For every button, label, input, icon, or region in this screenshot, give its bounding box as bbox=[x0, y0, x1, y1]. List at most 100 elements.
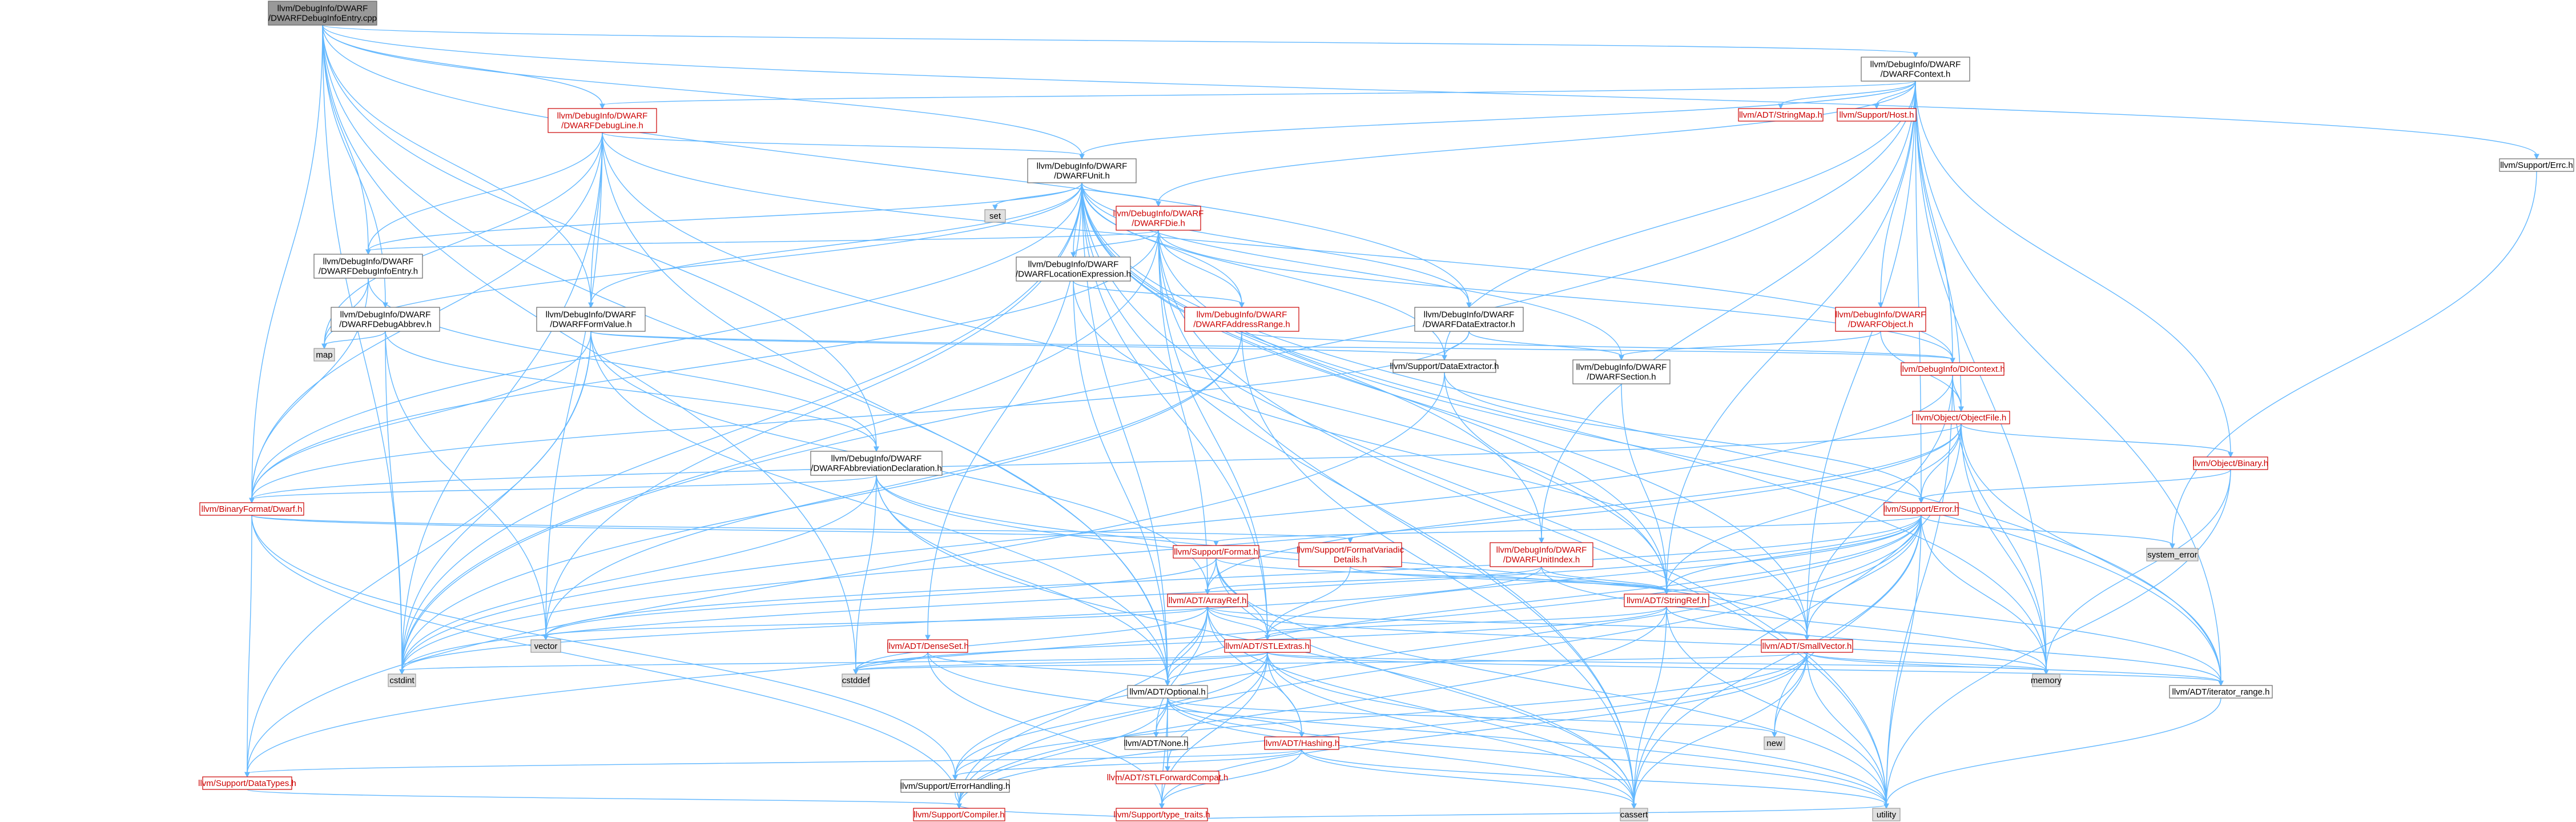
edge-line bbox=[1081, 81, 1916, 156]
edge-root-to-dataextractor_dw bbox=[322, 25, 1472, 308]
node-iterator_range[interactable]: llvm/ADT/iterator_range.h bbox=[2169, 685, 2273, 699]
node-box bbox=[984, 209, 1006, 223]
edge-arrowhead bbox=[1347, 538, 1353, 544]
node-box bbox=[2169, 685, 2273, 699]
edge-line bbox=[401, 375, 1953, 671]
node-dicontext[interactable]: llvm/DebugInfo/DIContext.h bbox=[1900, 362, 2005, 376]
edge-arrowhead bbox=[853, 669, 859, 675]
node-support_de[interactable]: llvm/Support/DataExtractor.h bbox=[1390, 359, 1499, 373]
node-error[interactable]: llvm/Support/Error.h bbox=[1883, 502, 1959, 516]
node-label: llvm/ADT/StringMap.h bbox=[1739, 110, 1822, 120]
edge-arrayref-to-memory bbox=[1207, 606, 2049, 675]
edge-line bbox=[927, 652, 1887, 805]
edge-datatypes-to-compiler bbox=[247, 789, 962, 809]
edge-line bbox=[1267, 652, 1887, 805]
edge-line bbox=[1081, 182, 2047, 671]
edge-line bbox=[955, 652, 1808, 777]
node-dataextractor_dw[interactable]: llvm/DebugInfo/DWARF/DWARFDataExtractor.… bbox=[1414, 307, 1524, 332]
node-debugline[interactable]: llvm/DebugInfo/DWARF/DWARFDebugLine.h bbox=[548, 108, 657, 133]
node-hashing[interactable]: llvm/ADT/Hashing.h bbox=[1264, 736, 1340, 750]
edge-layer bbox=[244, 25, 2539, 821]
edge-ctx-to-stringmap bbox=[1778, 81, 1916, 110]
node-label: llvm/BinaryFormat/Dwarf.h bbox=[202, 504, 303, 514]
node-stlforward[interactable]: llvm/ADT/STLForwardCompat.h bbox=[1107, 771, 1229, 784]
edge-line bbox=[1167, 697, 1775, 734]
node-ctx[interactable]: llvm/DebugInfo/DWARF/DWARFContext.h bbox=[1861, 57, 1970, 82]
node-stringmap[interactable]: llvm/ADT/StringMap.h bbox=[1738, 108, 1824, 122]
edge-line bbox=[1081, 182, 1887, 805]
edge-debugabbrev-to-cstdint bbox=[385, 331, 405, 675]
node-unit[interactable]: llvm/DebugInfo/DWARF/DWARFUnit.h bbox=[1027, 158, 1137, 183]
edge-unit-to-formvalue bbox=[588, 182, 1082, 308]
node-debuginfoentry[interactable]: llvm/DebugInfo/DWARF/DWARFDebugInfoEntry… bbox=[313, 254, 423, 279]
node-host[interactable]: llvm/Support/Host.h bbox=[1837, 108, 1917, 122]
node-objectfile[interactable]: llvm/Object/ObjectFile.h bbox=[1912, 411, 2010, 424]
node-addrrange[interactable]: llvm/DebugInfo/DWARF/DWARFAddressRange.h bbox=[1184, 307, 1299, 332]
node-box bbox=[1883, 502, 1959, 516]
edge-line bbox=[401, 132, 603, 671]
edge-ctx-to-objectfile bbox=[1915, 81, 1964, 412]
node-locexpr[interactable]: llvm/DebugInfo/DWARF/DWARFLocationExpres… bbox=[1016, 256, 1131, 282]
node-bfdwarf[interactable]: llvm/BinaryFormat/Dwarf.h bbox=[199, 502, 304, 516]
edge-line bbox=[1444, 81, 1916, 357]
node-denseset[interactable]: llvm/ADT/DenseSet.h bbox=[887, 639, 969, 653]
edge-debugline-to-formvalue bbox=[588, 132, 603, 308]
edge-arrayref-to-vector bbox=[543, 606, 1208, 641]
node-smallvector[interactable]: llvm/ADT/SmallVector.h bbox=[1761, 639, 1853, 653]
node-box bbox=[388, 673, 416, 687]
node-box bbox=[1016, 256, 1131, 282]
node-die[interactable]: llvm/DebugInfo/DWARF/DWARFDie.h bbox=[1113, 206, 1204, 231]
edge-debugline-to-cstdint bbox=[399, 132, 603, 675]
node-format[interactable]: llvm/Support/Format.h bbox=[1173, 545, 1259, 559]
edge-line bbox=[1915, 81, 2231, 454]
node-label: llvm/Support/DataTypes.h bbox=[198, 779, 296, 788]
node-box bbox=[1184, 307, 1299, 332]
edge-arrowhead bbox=[1213, 540, 1219, 547]
edge-arrowhead bbox=[1070, 252, 1076, 258]
edge-debugline-to-unit bbox=[602, 132, 1085, 160]
edge-line bbox=[590, 331, 1168, 683]
node-errorhandling[interactable]: llvm/Support/ErrorHandling.h bbox=[900, 779, 1011, 793]
node-none[interactable]: llvm/ADT/None.h bbox=[1124, 736, 1189, 750]
edge-arrowhead bbox=[1664, 589, 1669, 595]
node-abbrevdecl[interactable]: llvm/DebugInfo/DWARF/DWARFAbbreviationDe… bbox=[810, 451, 943, 476]
edge-line bbox=[1468, 331, 1622, 357]
node-optional[interactable]: llvm/ADT/Optional.h bbox=[1127, 685, 1208, 699]
edge-arrowhead bbox=[249, 498, 255, 504]
edge-arrowhead bbox=[1631, 803, 1637, 809]
node-stlextras[interactable]: llvm/ADT/STLExtras.h bbox=[1224, 639, 1311, 653]
edge-line bbox=[401, 230, 1159, 671]
edge-line bbox=[1267, 652, 2221, 683]
edge-arrowhead bbox=[874, 446, 879, 452]
edge-typetraits-to-utility bbox=[1161, 803, 1889, 821]
edge-line bbox=[1301, 749, 1635, 805]
edge-line bbox=[1806, 652, 2221, 683]
edge-line bbox=[1921, 515, 2173, 546]
edge-line bbox=[1267, 652, 1302, 734]
node-stringref[interactable]: llvm/ADT/StringRef.h bbox=[1624, 594, 1709, 607]
node-binary[interactable]: llvm/Object/Binary.h bbox=[2193, 456, 2268, 470]
node-formvalue[interactable]: llvm/DebugInfo/DWARF/DWARFFormValue.h bbox=[536, 307, 646, 332]
node-compiler[interactable]: llvm/Support/Compiler.h bbox=[913, 808, 1005, 821]
edge-arrowhead bbox=[1958, 406, 1964, 412]
node-dwobject[interactable]: llvm/DebugInfo/DWARF/DWARFObject.h bbox=[1835, 307, 1926, 332]
edge-smallvector-to-memory bbox=[1806, 652, 2049, 675]
edge-line bbox=[1207, 606, 1808, 637]
node-typetraits[interactable]: llvm/Support/type_traits.h bbox=[1113, 808, 1210, 821]
node-box bbox=[1124, 736, 1188, 750]
node-debugabbrev[interactable]: llvm/DebugInfo/DWARF/DWARFDebugAbbrev.h bbox=[331, 307, 440, 332]
edge-line bbox=[1215, 558, 1887, 805]
edge-line bbox=[1167, 515, 1922, 683]
edge-line bbox=[385, 331, 546, 637]
node-dwsection[interactable]: llvm/DebugInfo/DWARF/DWARFSection.h bbox=[1572, 359, 1671, 384]
node-errc[interactable]: llvm/Support/Errc.h bbox=[2499, 158, 2574, 172]
edge-arrowhead bbox=[588, 302, 594, 308]
edge-arrowhead bbox=[956, 803, 962, 809]
node-arrayref[interactable]: llvm/ADT/ArrayRef.h bbox=[1167, 594, 1248, 607]
edge-error-to-format bbox=[1213, 515, 1922, 547]
node-unitindex[interactable]: llvm/DebugInfo/DWARF/DWARFUnitIndex.h bbox=[1490, 542, 1593, 567]
edge-line bbox=[247, 515, 1922, 774]
node-datatypes[interactable]: llvm/Support/DataTypes.h bbox=[198, 776, 296, 790]
edge-debugline-to-stringref bbox=[602, 132, 1669, 595]
